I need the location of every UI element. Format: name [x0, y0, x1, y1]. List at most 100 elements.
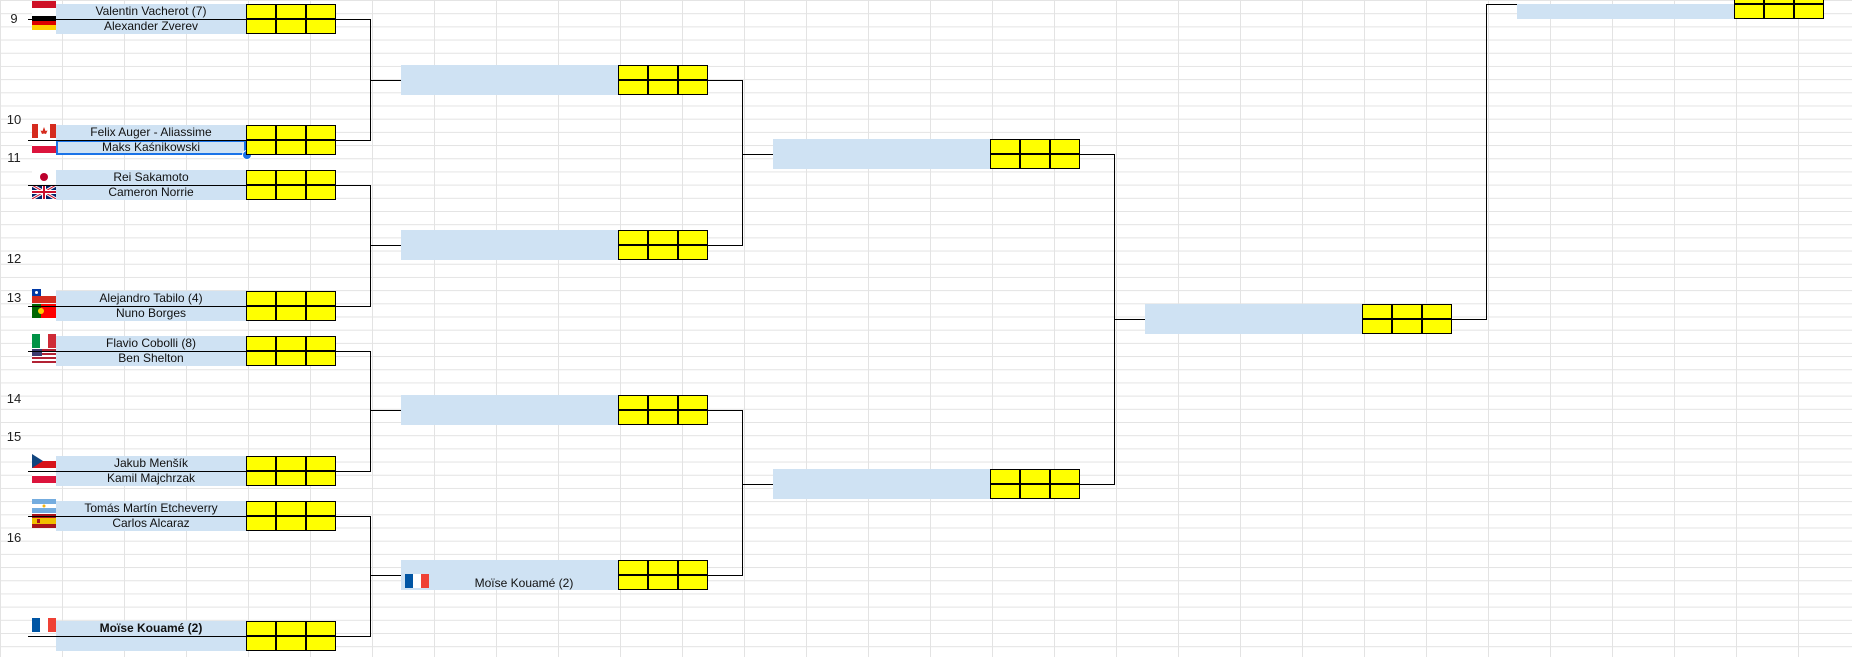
- score-cell[interactable]: [306, 471, 336, 486]
- score-cell[interactable]: [1422, 304, 1452, 319]
- player-name-cell[interactable]: Felix Auger - Aliassime: [56, 125, 246, 140]
- score-cell[interactable]: [246, 501, 276, 516]
- score-cell[interactable]: [1020, 154, 1050, 169]
- score-cell[interactable]: [648, 80, 678, 95]
- score-cell[interactable]: [1392, 319, 1422, 334]
- player-name-cell[interactable]: Carlos Alcaraz: [56, 516, 246, 531]
- score-cell[interactable]: [246, 306, 276, 321]
- score-cell[interactable]: [276, 636, 306, 651]
- score-cell[interactable]: [246, 471, 276, 486]
- score-cell[interactable]: [1734, 4, 1764, 19]
- score-cell[interactable]: [1764, 0, 1794, 4]
- score-cell[interactable]: [1020, 469, 1050, 484]
- score-cell[interactable]: [246, 185, 276, 200]
- score-cell[interactable]: [306, 185, 336, 200]
- score-cell[interactable]: [306, 170, 336, 185]
- score-cell[interactable]: [276, 306, 306, 321]
- score-cell[interactable]: [306, 4, 336, 19]
- score-cell[interactable]: [678, 80, 708, 95]
- score-cell[interactable]: [618, 230, 648, 245]
- score-cell[interactable]: [990, 154, 1020, 169]
- score-cell[interactable]: [618, 410, 648, 425]
- score-cell[interactable]: [306, 516, 336, 531]
- player-name-cell[interactable]: Valentin Vacherot (7): [56, 4, 246, 19]
- player-name-cell[interactable]: Ben Shelton: [56, 351, 246, 366]
- score-cell[interactable]: [246, 621, 276, 636]
- score-cell[interactable]: [618, 560, 648, 575]
- round2-slot[interactable]: [401, 395, 618, 425]
- score-cell[interactable]: [276, 291, 306, 306]
- row-number-9[interactable]: 9: [10, 11, 18, 26]
- player-name-cell[interactable]: Jakub Menšík: [56, 456, 246, 471]
- score-cell[interactable]: [246, 636, 276, 651]
- score-cell[interactable]: [276, 185, 306, 200]
- score-cell[interactable]: [678, 575, 708, 590]
- score-cell[interactable]: [306, 306, 336, 321]
- score-cell[interactable]: [276, 140, 306, 155]
- round2-slot[interactable]: [401, 560, 618, 590]
- score-cell[interactable]: [1020, 139, 1050, 154]
- score-cell[interactable]: [648, 560, 678, 575]
- row-number-14[interactable]: 14: [6, 391, 22, 406]
- score-cell[interactable]: [1050, 139, 1080, 154]
- player-name-cell[interactable]: Tomás Martín Etcheverry: [56, 501, 246, 516]
- score-cell[interactable]: [1764, 4, 1794, 19]
- round3-slot[interactable]: [773, 469, 990, 499]
- player-name-cell[interactable]: Nuno Borges: [56, 306, 246, 321]
- score-cell[interactable]: [1362, 319, 1392, 334]
- score-cell[interactable]: [1020, 484, 1050, 499]
- score-cell[interactable]: [990, 484, 1020, 499]
- score-cell[interactable]: [618, 575, 648, 590]
- score-cell[interactable]: [648, 230, 678, 245]
- score-cell[interactable]: [1050, 469, 1080, 484]
- round4-slot[interactable]: [1145, 304, 1362, 334]
- score-cell[interactable]: [1392, 304, 1422, 319]
- selected-player-name-cell[interactable]: Maks Kaśnikowski: [56, 140, 246, 155]
- score-cell[interactable]: [678, 65, 708, 80]
- score-cell[interactable]: [246, 336, 276, 351]
- player-name-cell[interactable]: Cameron Norrie: [56, 185, 246, 200]
- score-cell[interactable]: [246, 516, 276, 531]
- player-name-cell[interactable]: [56, 636, 246, 651]
- score-cell[interactable]: [678, 230, 708, 245]
- score-cell[interactable]: [276, 170, 306, 185]
- player-name-cell[interactable]: Moïse Kouamé (2): [56, 621, 246, 636]
- score-cell[interactable]: [306, 501, 336, 516]
- score-cell[interactable]: [246, 140, 276, 155]
- score-cell[interactable]: [618, 65, 648, 80]
- score-cell[interactable]: [306, 351, 336, 366]
- score-cell[interactable]: [678, 410, 708, 425]
- score-cell[interactable]: [618, 80, 648, 95]
- row-number-11[interactable]: 11: [7, 150, 21, 165]
- player-name-cell[interactable]: Alejandro Tabilo (4): [56, 291, 246, 306]
- row-number-12[interactable]: 12: [6, 251, 22, 266]
- score-cell[interactable]: [276, 4, 306, 19]
- player-name-cell[interactable]: Kamil Majchrzak: [56, 471, 246, 486]
- score-cell[interactable]: [276, 501, 306, 516]
- score-cell[interactable]: [990, 139, 1020, 154]
- round2-slot[interactable]: [401, 230, 618, 260]
- score-cell[interactable]: [246, 125, 276, 140]
- score-cell[interactable]: [678, 245, 708, 260]
- row-number-15[interactable]: 15: [6, 429, 22, 444]
- score-cell[interactable]: [1362, 304, 1392, 319]
- row-number-10[interactable]: 10: [6, 112, 22, 127]
- round5-slot[interactable]: [1517, 4, 1734, 19]
- score-cell[interactable]: [1050, 154, 1080, 169]
- score-cell[interactable]: [276, 19, 306, 34]
- score-cell[interactable]: [246, 351, 276, 366]
- score-cell[interactable]: [276, 456, 306, 471]
- score-cell[interactable]: [306, 456, 336, 471]
- score-cell[interactable]: [246, 291, 276, 306]
- row-number-16[interactable]: 16: [6, 530, 22, 545]
- score-cell[interactable]: [1734, 0, 1764, 4]
- score-cell[interactable]: [1794, 4, 1824, 19]
- score-cell[interactable]: [648, 575, 678, 590]
- score-cell[interactable]: [648, 65, 678, 80]
- score-cell[interactable]: [276, 471, 306, 486]
- round3-slot[interactable]: [773, 139, 990, 169]
- score-cell[interactable]: [246, 170, 276, 185]
- score-cell[interactable]: [990, 469, 1020, 484]
- row-number-13[interactable]: 13: [6, 290, 22, 305]
- score-cell[interactable]: [246, 19, 276, 34]
